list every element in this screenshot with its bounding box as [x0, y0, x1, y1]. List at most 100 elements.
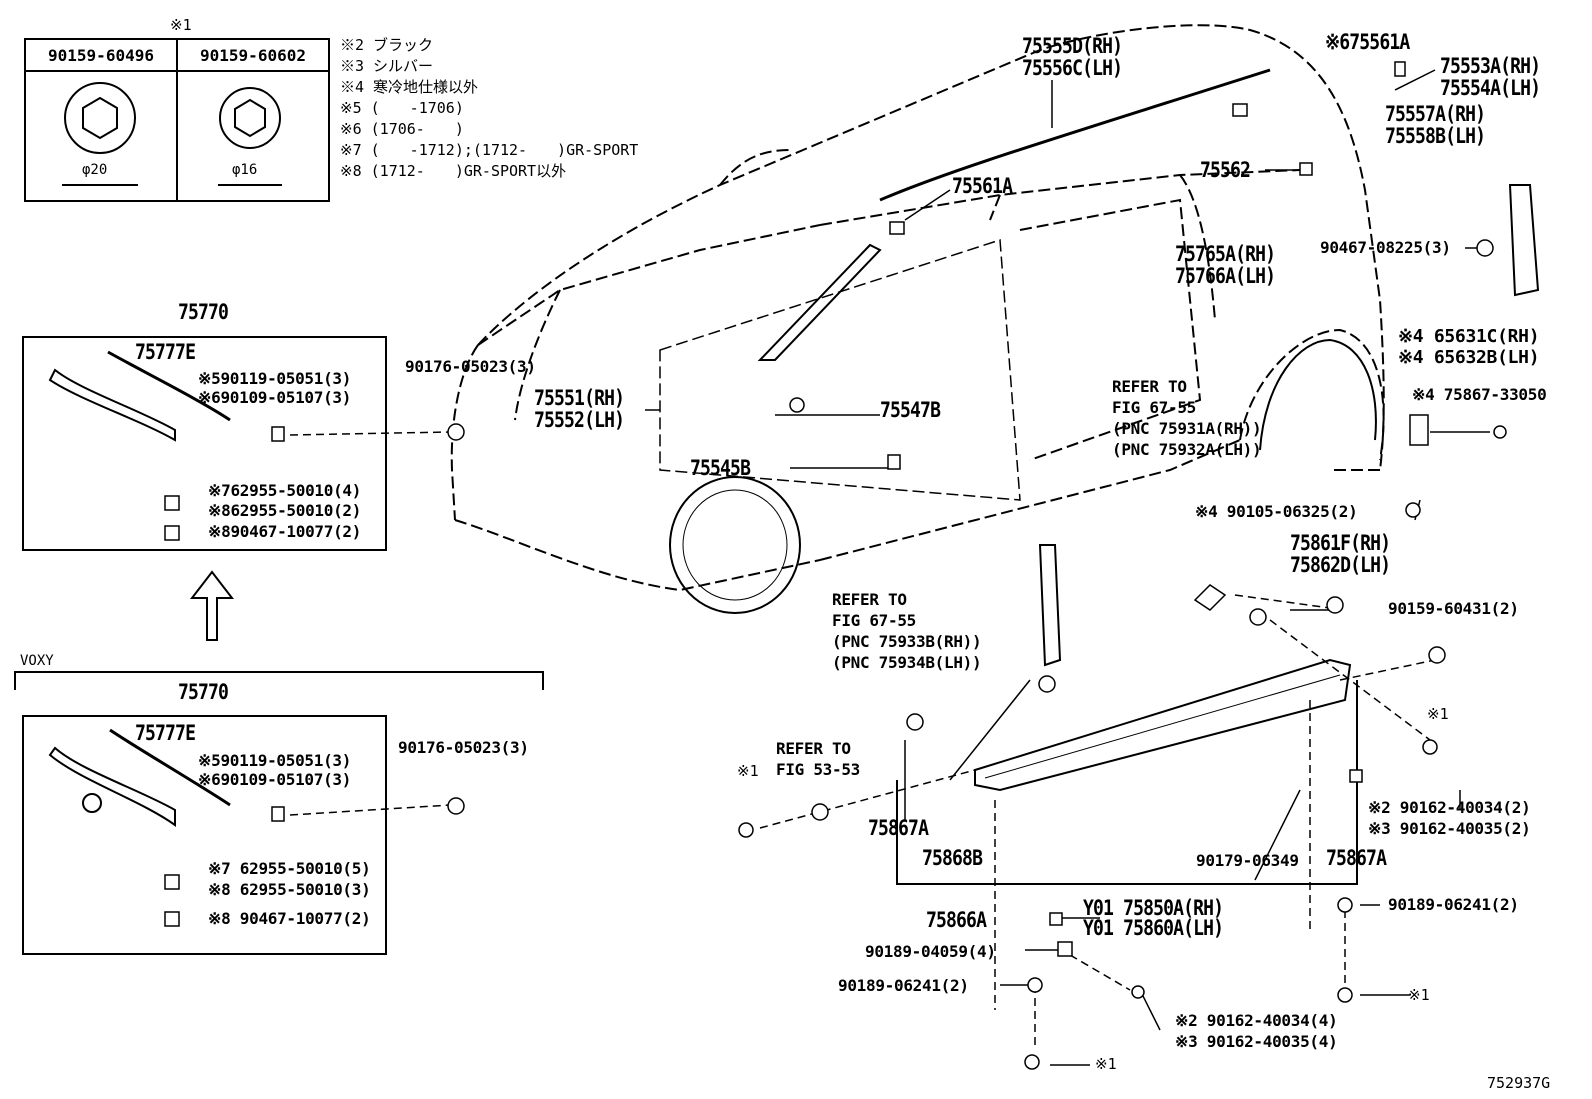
callout-75547B[interactable]: 75547B [880, 398, 941, 422]
ref2-line1[interactable]: REFER TO [832, 590, 907, 609]
roof-moulding [879, 68, 1271, 202]
callout-90159-60431[interactable]: 90159-60431(2) [1388, 599, 1519, 618]
ref3-line1[interactable]: REFER TO [776, 739, 851, 758]
callout-75861F[interactable]: 75861F(RH) [1290, 531, 1391, 555]
callout-65631C[interactable]: ※4 65631C(RH) [1398, 326, 1540, 347]
callout-75867A-right[interactable]: 75867A [1326, 846, 1387, 870]
voxy-clip-e[interactable]: ※8 90467-10077(2) [208, 909, 371, 928]
bolt-table-mark: ※1 [170, 16, 192, 34]
vehicle-outline [450, 24, 1385, 592]
callout-90179-06349[interactable]: 90179-06349 [1196, 851, 1299, 870]
ref2-line4: (PNC 75934B(LH)) [832, 653, 982, 672]
nut-icon [447, 797, 465, 815]
callout-90162-40035[interactable]: ※3 90162-40035(2) [1368, 819, 1531, 838]
clip-icon [164, 495, 180, 511]
bolt-icon [1337, 897, 1353, 913]
door-garnish [1038, 544, 1062, 667]
callout-75554A[interactable]: 75554A(LH) [1440, 76, 1541, 100]
front-wheel [669, 476, 801, 614]
callout-75862D[interactable]: 75862D(LH) [1290, 553, 1391, 577]
callout-90162-40035-b[interactable]: ※3 90162-40035(4) [1175, 1032, 1338, 1051]
grille-clip-c[interactable]: ※762955-50010(4) [208, 481, 362, 500]
callout-90189-06241-left[interactable]: 90189-06241(2) [838, 976, 969, 995]
grille-clip-e[interactable]: ※890467-10077(2) [208, 522, 362, 541]
callout-75860A[interactable]: Y01 75860A(LH) [1083, 916, 1224, 940]
rear-wheel [1259, 338, 1377, 451]
bolt-part-2: 90159-60602 [176, 38, 330, 72]
ref1-line1[interactable]: REFER TO [1112, 377, 1187, 396]
grille-clip-b[interactable]: ※690109-05107(3) [198, 388, 352, 407]
clip-icon [887, 454, 901, 470]
callout-75562[interactable]: 75562 [1200, 158, 1251, 182]
callout-90162-40034[interactable]: ※2 90162-40034(2) [1368, 798, 1531, 817]
nut-icon [906, 713, 924, 731]
ref3-line2[interactable]: FIG 53-53 [776, 760, 860, 779]
clip-icon [1394, 61, 1406, 77]
callout-75545B[interactable]: 75545B [690, 456, 751, 480]
ref1-line2[interactable]: FIG 67-55 [1112, 398, 1196, 417]
bolt-cell-2 [176, 70, 330, 202]
callout-75561A-top[interactable]: ※675561A [1325, 30, 1410, 54]
ref1-line3: (PNC 75931A(RH)) [1112, 419, 1262, 438]
callout-75556C[interactable]: 75556C(LH) [1022, 56, 1123, 80]
bolt-dim-2: φ16 [232, 162, 258, 178]
clip-icon [789, 397, 805, 413]
projection-lines [289, 431, 1436, 1050]
up-arrow-icon [189, 570, 235, 641]
grille-clip-a[interactable]: ※590119-05051(3) [198, 369, 352, 388]
callout-75850A[interactable]: Y01 75850A(RH) [1083, 896, 1224, 920]
note-6: ※6 (1706- ) [340, 120, 464, 138]
callout-75765A[interactable]: 75765A(RH) [1175, 242, 1276, 266]
callout-75561A[interactable]: 75561A [952, 174, 1013, 198]
bolt-spec-table: 90159-60496 90159-60602 [24, 38, 330, 202]
callout-90189-06241-right[interactable]: 90189-06241(2) [1388, 895, 1519, 914]
note-2: ※2 ブラック [340, 36, 434, 54]
nut-icon [447, 423, 465, 441]
ref1-line4: (PNC 75932A(LH)) [1112, 440, 1262, 459]
callout-75867A-left[interactable]: 75867A [868, 816, 929, 840]
callout-75766A[interactable]: 75766A(LH) [1175, 264, 1276, 288]
grille-moulding-label[interactable]: 75777E [135, 340, 196, 364]
clip-icon [164, 874, 180, 890]
voxy-clip-d[interactable]: ※8 62955-50010(3) [208, 880, 371, 899]
bolt-icon [1024, 1054, 1040, 1070]
voxy-nut[interactable]: 90176-05023(3) [398, 738, 529, 757]
clip-icon [164, 911, 180, 927]
callout-90162-40034-b[interactable]: ※2 90162-40034(4) [1175, 1011, 1338, 1030]
voxy-moulding-label[interactable]: 75777E [135, 721, 196, 745]
voxy-moulding [109, 728, 231, 807]
clip-icon [1349, 769, 1363, 783]
voxy-clip-b[interactable]: ※690109-05107(3) [198, 770, 352, 789]
bolt-icon [1405, 502, 1421, 518]
voxy-clip-a[interactable]: ※590119-05051(3) [198, 751, 352, 770]
callout-75555D[interactable]: 75555D(RH) [1022, 34, 1123, 58]
grille-nut[interactable]: 90176-05023(3) [405, 357, 536, 376]
voxy-title[interactable]: 75770 [178, 680, 229, 704]
callout-75553A[interactable]: 75553A(RH) [1440, 54, 1541, 78]
callout-75558B[interactable]: 75558B(LH) [1385, 124, 1486, 148]
bracket-icon [1193, 584, 1227, 611]
grille-moulding [107, 350, 231, 422]
callout-90189-04059[interactable]: 90189-04059(4) [865, 942, 996, 961]
callout-90467-08225[interactable]: 90467-08225(3) [1320, 238, 1451, 257]
callout-75552[interactable]: 75552(LH) [534, 408, 625, 432]
callout-75867-33050[interactable]: ※4 75867-33050 [1412, 385, 1547, 404]
clip-icon [1409, 414, 1429, 446]
voxy-box-frame [22, 715, 387, 955]
callout-65632B[interactable]: ※4 65632B(LH) [1398, 347, 1540, 368]
clip-icon [889, 221, 905, 235]
note-3: ※3 シルバー [340, 57, 434, 75]
callout-75868B[interactable]: 75868B [922, 846, 983, 870]
ref2-line2[interactable]: FIG 67-55 [832, 611, 916, 630]
callout-75557A[interactable]: 75557A(RH) [1385, 102, 1486, 126]
mark1-right-top: ※1 [1427, 705, 1449, 723]
callout-75866A[interactable]: 75866A [926, 908, 987, 932]
callout-90105-06325[interactable]: ※4 90105-06325(2) [1195, 502, 1358, 521]
voxy-clip-c[interactable]: ※7 62955-50010(5) [208, 859, 371, 878]
callout-75551[interactable]: 75551(RH) [534, 386, 625, 410]
fastener-glyphs [164, 61, 1507, 1070]
grille-title[interactable]: 75770 [178, 300, 229, 324]
leader-lines [645, 69, 1490, 1066]
grille-clip-d[interactable]: ※862955-50010(2) [208, 501, 362, 520]
